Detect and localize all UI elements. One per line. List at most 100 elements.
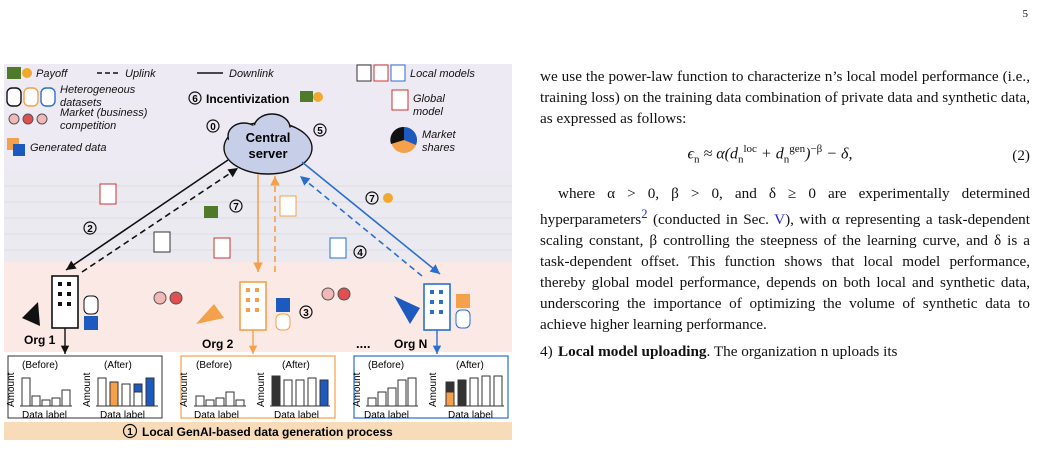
org2-after-label: (After) [282,360,310,371]
eq-lhs: ϵ [687,145,694,163]
eq-sub-n: n [693,153,700,166]
org-ellipsis: .... [356,336,370,351]
local-models-icon [356,64,406,82]
step-4-item: 4) Local model uploading. The organizati… [540,341,1030,362]
org2-before-x-label: Data label [194,410,239,421]
eq-plus: + d [756,145,784,163]
step-3-number: 3 [303,308,309,319]
equation-2: ϵn ≈ α(dnloc + dngen)−β − δ, (2) [540,131,1031,179]
step-circle-4 [353,245,367,259]
org2-before-amount-label: Amount [179,372,190,407]
org1-after-bars [97,377,155,407]
legend-downlink: Downlink [229,68,274,80]
generated-data-icon [7,138,25,156]
legend-uplink: Uplink [125,68,156,80]
eq-sub-n-3: n [783,153,790,166]
page-number: 5 [1022,8,1029,20]
footnote-ref-link[interactable]: 2 [641,207,648,221]
eq-sup-gen: gen [789,143,806,156]
body-text-column: we use the power-law function to charact… [540,66,1030,362]
orgN-before-label: (Before) [368,360,404,371]
org1-after-label: (After) [104,360,132,371]
step-5-number: 5 [317,126,323,137]
market-competition-icon [8,113,48,125]
orgN-before-x-label: Data label [364,410,409,421]
p2-part-a: where α > 0, β > 0, and δ ≥ 0 are experi… [540,185,1030,229]
p2-part-b: (conducted in Sec. [647,211,775,229]
org2-label: Org 2 [202,337,234,351]
org2-market-share-icon [196,304,224,324]
bottom-banner-label: Local GenAI-based data generation proces… [142,425,393,439]
equation-body: ϵn ≈ α(dnloc + dngen)−β − δ, [540,139,1000,171]
step-6-number: 6 [192,94,198,105]
central-server-cloud [223,113,313,175]
payoff-icon-orgN [383,193,393,203]
step-4-number: 4 [357,248,363,259]
legend-market-competition: Market (business)competition [60,107,148,132]
org1-label: Org 1 [24,333,56,347]
org1-after-amount-label: Amount [82,372,93,407]
local-model-icon-org2 [279,195,297,217]
eq-end: − δ, [822,145,853,163]
org2-dataset-icon [275,313,291,331]
org1-building-icon [51,275,79,329]
orgN-label: Org N [394,337,427,351]
orgN-dataset-icon [455,309,471,329]
downlink-arrow-orgN [301,161,441,275]
payoff-icon-top [300,91,323,102]
org2-before-label: (Before) [196,360,232,371]
eq-sub-n-2: n [737,153,744,166]
p2-part-c: ), with α representing a task-dependent … [540,211,1030,334]
competition-icon-right [321,287,351,301]
org2-generated-data-icon [276,298,290,312]
step-circle-7-right [365,191,379,205]
orgN-after-label: (After) [456,360,484,371]
step-2-number: 2 [87,224,93,235]
competition-icon-left [153,291,183,305]
orgN-after-amount-label: Amount [428,372,439,407]
legend-generated-data: Generated data [30,142,106,154]
paragraph-hyperparameters: where α > 0, β > 0, and δ ≥ 0 are experi… [540,183,1030,335]
step-4-text: . The organization n uploads its [706,343,898,361]
paragraph-power-law: we use the power-law function to charact… [540,68,1030,127]
step-0-number: 0 [210,122,216,133]
step-7-right-number: 7 [369,194,375,205]
org1-before-amount-label: Amount [6,372,17,407]
step-circle-7-left [229,199,243,213]
step-1-number: 1 [127,427,133,438]
payoff-icon-org1 [204,206,218,218]
step-4-title: Local model uploading [558,343,707,361]
global-model-icon-org1 [99,183,117,205]
org1-before-x-label: Data label [22,410,67,421]
market-shares-icon [390,126,418,153]
legend-payoff: Payoff [36,68,68,80]
org2-after-bars [271,375,329,407]
eq-sup-loc: loc [743,143,757,156]
orgN-generated-data-icon [456,294,470,308]
eq-tail: ) [805,145,811,163]
eq-mid: ≈ α(d [699,145,738,163]
orgN-after-x-label: Data label [448,410,493,421]
payoff-icon [7,67,32,79]
org2-after-amount-label: Amount [256,372,267,407]
orgN-building-icon [423,283,451,331]
global-model-icon-org2 [213,237,231,259]
section-ref-link[interactable]: V [774,211,786,229]
step-circle-6 [188,91,202,105]
org1-dataset-icon [83,295,99,315]
orgN-market-share-icon [394,296,420,324]
uplink-arrow-org1 [81,167,239,273]
step-circle-1 [122,423,138,439]
step-circle-0 [206,119,220,133]
orgN-before-amount-label: Amount [352,372,363,407]
org2-building-icon [239,281,267,331]
downlink-arrow-org1 [65,159,229,271]
step-circle-2 [83,221,97,235]
org1-before-label: (Before) [22,360,58,371]
local-model-icon-orgN [329,237,347,259]
step-circle-5 [313,123,327,137]
